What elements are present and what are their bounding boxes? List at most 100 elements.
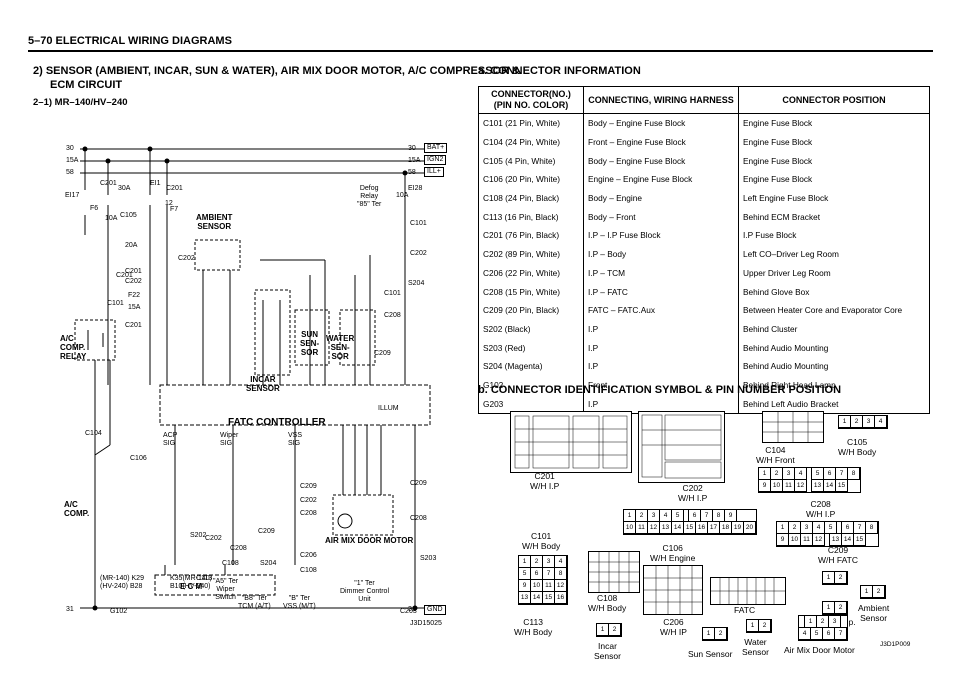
connector-pin: 2: [608, 623, 621, 636]
connector-pin: 20: [743, 521, 756, 534]
air-mix-door-motor-label: AIR MIX DOOR MOTOR: [325, 536, 414, 545]
table-cell: C209 (20 Pin, Black): [478, 300, 584, 320]
wire-connector-label: C113: [196, 575, 213, 582]
water-sensor-label: WATER SEN- SOR: [326, 334, 355, 361]
table-cell: Engine Fuse Block: [738, 132, 930, 152]
connector-pin: 12: [812, 533, 825, 546]
table-cell: Behind Audio Mounting: [738, 338, 930, 357]
table-header: CONNECTOR(NO.) (PIN NO. COLOR): [478, 86, 584, 114]
wire-connector-label: C202: [300, 497, 317, 504]
rail-label-30: 30: [66, 145, 74, 152]
incar-caption: Incar Sensor: [594, 641, 621, 661]
wire-connector-label: C206: [300, 552, 317, 559]
vss-sig-label: VSS SIG: [288, 432, 303, 447]
vss-label: "B" Ter VSS (M/T): [283, 595, 316, 610]
table-cell: Left CO–Driver Leg Room: [738, 244, 930, 264]
wire-connector-label: 12: [165, 200, 173, 207]
rail-label-58: 58: [66, 169, 74, 176]
wire-connector-label: C209: [300, 483, 317, 490]
wire-connector-label: S204: [408, 280, 425, 287]
acp-sig-label: ACP SIG: [163, 432, 178, 447]
wire-connector-label: F6: [90, 205, 99, 212]
table-header: CONNECTOR POSITION: [738, 86, 930, 114]
table-cell: C101 (21 Pin, White): [478, 113, 584, 133]
subsection-title: 2–1) MR–140/HV–240: [33, 97, 128, 108]
connector-pin: 2: [758, 619, 771, 632]
table-cell: C106 (20 Pin, White): [478, 170, 584, 189]
table-cell: S202 (Black): [478, 319, 584, 339]
ecm-label: E C M: [180, 582, 203, 591]
wire-connector-label: C202: [125, 278, 142, 285]
ecm-pins-label: (MR-140) K29 (HV-240) B28: [100, 575, 144, 590]
connector-pin: 2: [834, 571, 847, 584]
c105-caption: C105 W/H Body: [838, 437, 877, 457]
table-cell: C113 (16 Pin, Black): [478, 207, 584, 227]
table-cell: I.P: [583, 356, 739, 376]
connector-pin: 16: [554, 591, 567, 604]
water-caption: Water Sensor: [742, 637, 769, 657]
table-cell: Front: [583, 375, 739, 395]
c108-pin-grid-icon: [589, 552, 639, 592]
table-row: C201 (76 Pin, Black)I.P – I.P Fuse Block…: [478, 226, 930, 245]
table-cell: Behind Right Head Lamp: [738, 375, 930, 395]
table-cell: Body – Front: [583, 207, 739, 227]
wiper-sig-label: Wiper SIG: [220, 432, 239, 447]
connector-pin: 8: [847, 467, 860, 480]
wire-connector-label: S204: [260, 560, 277, 567]
wire-connector-label: C108: [300, 567, 317, 574]
ambient-caption: Ambient Sensor: [858, 603, 890, 623]
connector-pin: 7: [834, 627, 847, 640]
table-cell: Behind ECM Bracket: [738, 207, 930, 227]
table-cell: C105 (4 Pin, White): [478, 151, 584, 171]
table-cell: I.P – Body: [583, 244, 739, 264]
rail-label-58-right: 58: [408, 169, 416, 176]
wire-connector-label: C105: [120, 212, 137, 219]
c106-connector-face: [643, 565, 703, 615]
table-row: C101 (21 Pin, White)Body – Engine Fuse B…: [478, 113, 930, 133]
wire-connector-label: C209: [410, 480, 427, 487]
table-cell: I.P: [583, 338, 739, 357]
wire-connector-label: F7: [170, 206, 179, 213]
table-cell: Left Engine Fuse Block: [738, 188, 930, 208]
sun-sensor-label: SUN SEN- SOR: [300, 330, 320, 357]
table-cell: Upper Driver Leg Room: [738, 263, 930, 283]
table-cell: Body – Engine: [583, 188, 739, 208]
table-header-row: CONNECTOR(NO.) (PIN NO. COLOR) CONNECTIN…: [478, 86, 930, 114]
table-cell: S204 (Magenta): [478, 356, 584, 376]
wire-connector-label: C101: [107, 300, 124, 307]
c106-caption: C106 W/H Engine: [650, 543, 696, 563]
table-cell: Body – Engine Fuse Block: [583, 113, 739, 133]
wire-connector-label: F22: [128, 292, 141, 299]
wire-connector-label: S203: [420, 555, 437, 562]
table-cell: C206 (22 Pin, White): [478, 263, 584, 283]
wire-connector-label: C101: [384, 290, 401, 297]
c206-caption: C206 W/H IP: [660, 617, 687, 637]
fatc-caption: FATC: [734, 605, 756, 615]
table-cell: C201 (76 Pin, Black): [478, 226, 584, 245]
table-cell: S203 (Red): [478, 338, 584, 357]
table-cell: C202 (89 Pin, White): [478, 244, 584, 264]
table-row: C106 (20 Pin, White)Engine – Engine Fuse…: [478, 170, 930, 189]
wire-connector-label: 10A: [396, 192, 409, 199]
table-cell: FATC – FATC.Aux: [583, 300, 739, 320]
table-cell: Engine Fuse Block: [738, 113, 930, 133]
table-cell: Between Heater Core and Evaporator Core: [738, 300, 930, 320]
c202-connector-face: [638, 411, 725, 483]
